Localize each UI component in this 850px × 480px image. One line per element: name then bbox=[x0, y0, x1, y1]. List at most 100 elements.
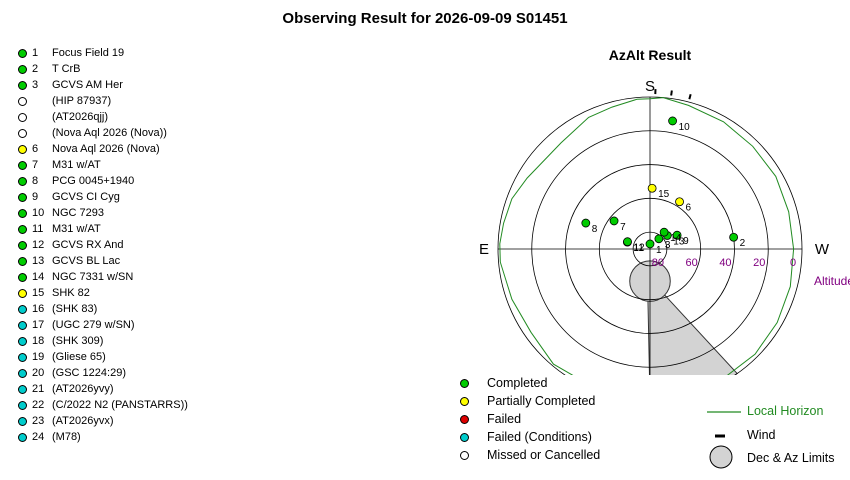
status-dot-icon bbox=[18, 305, 27, 314]
target-point bbox=[581, 218, 591, 228]
local-horizon-line bbox=[499, 97, 795, 375]
target-point-label: 7 bbox=[620, 222, 626, 233]
target-point bbox=[729, 232, 739, 242]
target-name: PCG 0045+1940 bbox=[52, 175, 135, 187]
target-name: (M78) bbox=[52, 431, 81, 443]
status-dot-icon bbox=[18, 289, 27, 298]
target-point-label: 3 bbox=[665, 240, 671, 251]
status-dot-icon bbox=[18, 209, 27, 218]
status-dot-icon bbox=[18, 273, 27, 282]
altitude-tick-label: 20 bbox=[753, 257, 765, 269]
target-name: SHK 82 bbox=[52, 287, 90, 299]
target-number: 10 bbox=[32, 207, 45, 219]
target-point-label: 15 bbox=[658, 189, 670, 200]
status-dot-icon bbox=[18, 81, 27, 90]
target-name: GCVS AM Her bbox=[52, 79, 123, 91]
target-name: GCVS RX And bbox=[52, 239, 124, 251]
target-name: (SHK 83) bbox=[52, 303, 98, 315]
target-point-label: 1 bbox=[656, 245, 662, 256]
target-number: 11 bbox=[32, 223, 44, 235]
status-dot-icon bbox=[18, 49, 27, 58]
wind-line-icon bbox=[715, 434, 725, 438]
target-number: 3 bbox=[32, 79, 39, 91]
target-number: 8 bbox=[32, 175, 39, 187]
limits-circle-icon bbox=[709, 445, 733, 469]
page-title: Observing Result for 2026-09-09 S01451 bbox=[282, 10, 568, 27]
status-dot-icon bbox=[18, 353, 27, 362]
target-name: (AT2026yvx) bbox=[52, 415, 114, 427]
legend-label: Local Horizon bbox=[747, 404, 824, 418]
target-point bbox=[675, 197, 684, 207]
altitude-tick-label: 40 bbox=[719, 257, 731, 269]
direction-east-label: E bbox=[479, 241, 489, 258]
legend-label: Failed (Conditions) bbox=[487, 430, 592, 444]
target-name: Focus Field 19 bbox=[52, 47, 125, 59]
target-name: NGC 7331 w/SN bbox=[52, 271, 134, 283]
status-dot-icon bbox=[460, 397, 469, 406]
target-point-label: 14 bbox=[670, 233, 682, 244]
az-limit-wedge bbox=[647, 290, 738, 375]
status-dot-icon bbox=[18, 177, 27, 186]
target-point bbox=[645, 239, 655, 249]
status-dot-icon bbox=[18, 129, 27, 138]
target-point bbox=[647, 183, 657, 193]
status-dot-icon bbox=[18, 417, 27, 426]
target-number: 17 bbox=[32, 319, 45, 331]
target-name: (HIP 87937) bbox=[52, 95, 112, 107]
target-name: T CrB bbox=[52, 63, 81, 75]
altitude-axis-label: Altitude bbox=[814, 274, 850, 288]
direction-south-label: S bbox=[645, 78, 655, 95]
legend-label: Partially Completed bbox=[487, 394, 596, 408]
target-number: 15 bbox=[32, 287, 45, 299]
target-point bbox=[668, 116, 677, 126]
status-dot-icon bbox=[18, 113, 27, 122]
status-dot-icon bbox=[18, 369, 27, 378]
legend-label: Failed bbox=[487, 412, 522, 426]
target-name: Nova Aql 2026 (Nova) bbox=[52, 143, 160, 155]
target-number: 18 bbox=[32, 335, 45, 347]
target-name: M31 w/AT bbox=[52, 159, 101, 171]
target-number: 12 bbox=[32, 239, 45, 251]
target-number: 13 bbox=[32, 255, 45, 267]
status-dot-icon bbox=[460, 415, 469, 424]
target-name: GCVS CI Cyg bbox=[52, 191, 120, 203]
target-number: 2 bbox=[32, 63, 39, 75]
target-point bbox=[672, 230, 682, 240]
target-number: 7 bbox=[32, 159, 39, 171]
azalt-chart: AzAlt ResultSNEW806040200Altitude1236789… bbox=[479, 47, 850, 375]
altitude-tick-label: 60 bbox=[686, 257, 698, 269]
target-point-label: 10 bbox=[679, 122, 691, 133]
target-number: 24 bbox=[32, 431, 45, 443]
target-point-label: 12 bbox=[634, 243, 646, 254]
target-point-label: 2 bbox=[740, 238, 746, 249]
target-point-label: 8 bbox=[592, 224, 598, 235]
wind-marker bbox=[670, 90, 673, 96]
target-number: 23 bbox=[32, 415, 45, 427]
target-point-label: 6 bbox=[686, 203, 692, 214]
target-name: M31 w/AT bbox=[52, 223, 101, 235]
target-name: (AT2026qjj) bbox=[52, 111, 109, 123]
target-point bbox=[654, 234, 664, 244]
target-number: 14 bbox=[32, 271, 45, 283]
status-dot-icon bbox=[460, 433, 469, 442]
status-dot-icon bbox=[18, 145, 27, 154]
target-point bbox=[659, 227, 669, 237]
target-number: 21 bbox=[32, 383, 45, 395]
wind-marker bbox=[688, 94, 692, 100]
status-dot-icon bbox=[18, 257, 27, 266]
target-number: 16 bbox=[32, 303, 45, 315]
status-dot-icon bbox=[18, 385, 27, 394]
target-name: NGC 7293 bbox=[52, 207, 104, 219]
target-name: (UGC 279 w/SN) bbox=[52, 319, 135, 331]
target-name: (GSC 1224:29) bbox=[52, 367, 126, 379]
target-point bbox=[623, 237, 632, 247]
legend-label: Wind bbox=[747, 428, 776, 442]
target-number: 9 bbox=[32, 191, 39, 203]
status-dot-icon bbox=[18, 401, 27, 410]
target-name: (C/2022 N2 (PANSTARRS)) bbox=[52, 399, 188, 411]
status-dot-icon bbox=[18, 433, 27, 442]
target-point-label: 11 bbox=[633, 243, 644, 254]
target-number: 19 bbox=[32, 351, 45, 363]
chart-legend: Local Horizon Wind Dec & Az Limits bbox=[705, 404, 850, 474]
target-name: (Gliese 65) bbox=[52, 351, 106, 363]
